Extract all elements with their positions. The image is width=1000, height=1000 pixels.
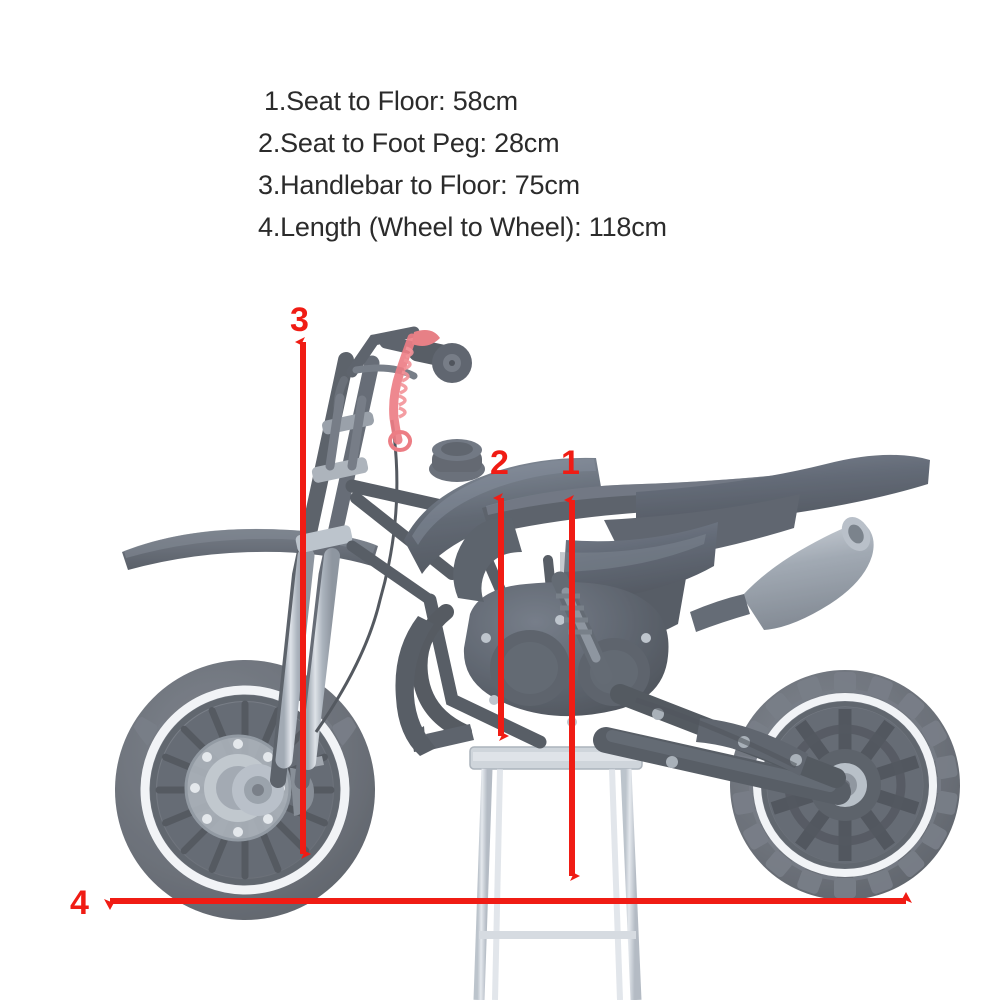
bike-stand [469, 746, 643, 1000]
specification-list: 1.Seat to Floor: 58cm 2.Seat to Foot Peg… [258, 80, 818, 248]
spec-item-3: 3.Handlebar to Floor: 75cm [258, 170, 580, 200]
spec-item-2: 2.Seat to Foot Peg: 28cm [258, 128, 560, 158]
handlebar-assembly [325, 326, 472, 471]
spec-item-4: 4.Length (Wheel to Wheel): 118cm [258, 212, 667, 242]
exhaust-muffler [690, 516, 874, 632]
spec-item-1: 1.Seat to Floor: 58cm [264, 86, 518, 116]
